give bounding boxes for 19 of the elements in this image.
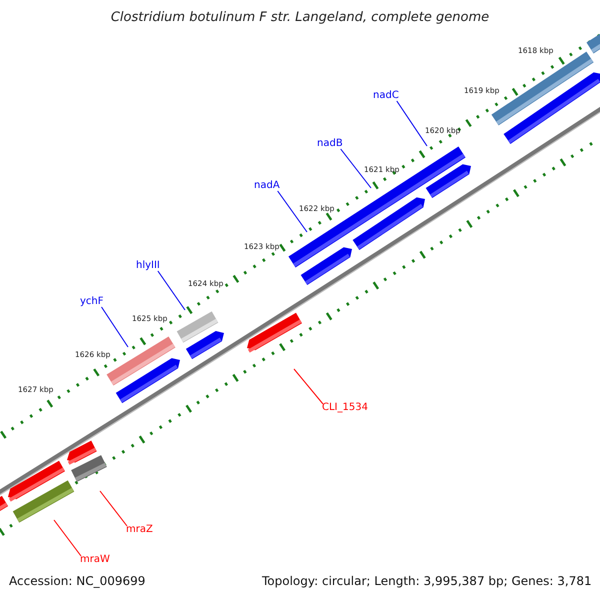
- gene-label: nadB: [317, 139, 343, 149]
- gene-label: CLI_1534: [322, 403, 368, 413]
- leader-line: [294, 368, 324, 404]
- leader-line: [340, 148, 372, 188]
- leader-line: [100, 490, 128, 526]
- gene-label: nadC: [373, 91, 399, 101]
- footer-text: Accession: NC_009699: [9, 575, 146, 587]
- leader-line: [277, 190, 308, 232]
- map-title: Clostridium botulinum F str. Langeland, complete genome: [110, 11, 490, 24]
- leader-line: [54, 520, 82, 556]
- gene-label: mraZ: [126, 525, 153, 535]
- footer-text: Topology: circular; Length: 3,995,387 bp; Genes: 3,781: [262, 575, 592, 587]
- gene-label: hlyIII: [136, 261, 160, 271]
- gene-label: mraW: [80, 555, 110, 565]
- gene-label: nadA: [254, 181, 280, 191]
- gene-label: ychF: [80, 297, 104, 307]
- leader-line: [101, 306, 128, 348]
- leader-line: [157, 270, 186, 310]
- leader-line: [396, 100, 428, 146]
